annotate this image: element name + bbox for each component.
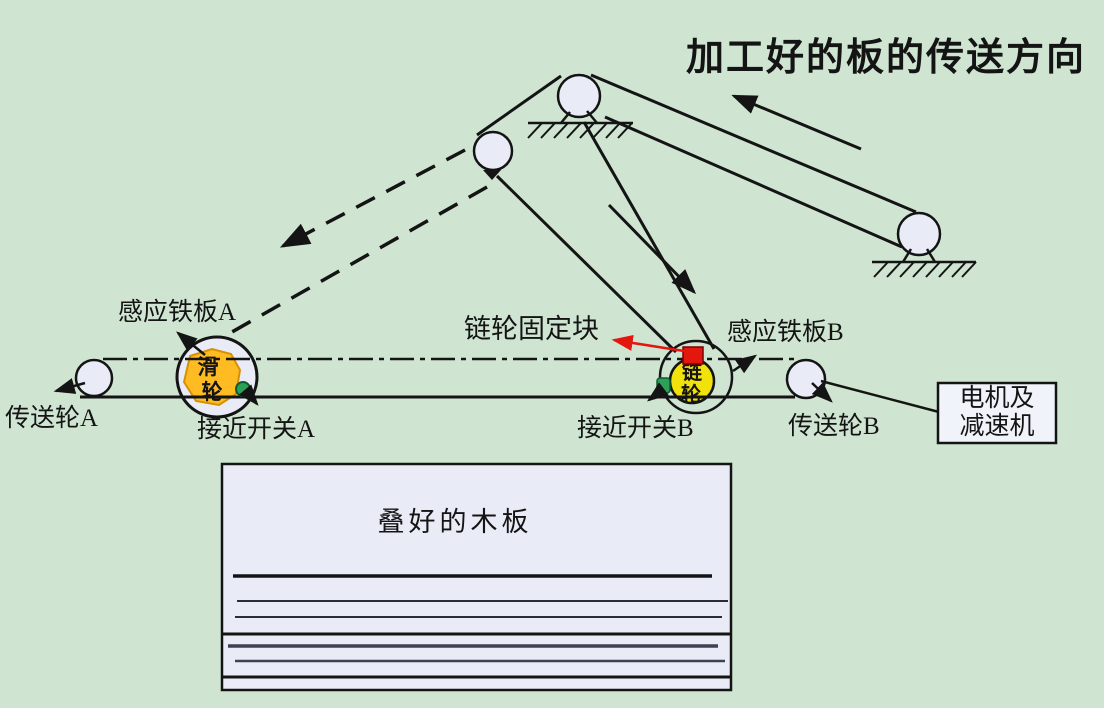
transport-direction-arrow [731, 94, 862, 151]
label-chain-block: 链轮固定块 [464, 314, 599, 344]
chain-block-red-arrow [611, 334, 685, 353]
upper-belt-line-2 [604, 115, 903, 249]
ground-hatch-right-1 [873, 261, 889, 278]
ground-hatch-top-2 [540, 122, 556, 139]
proximity-switch-a-arrow [238, 384, 259, 406]
conveyor-wheel-a-circle [74, 358, 114, 398]
motor-box-label-line-1: 电机及 [959, 384, 1034, 412]
sprocket-b-handwriting-1: 链 [682, 360, 703, 384]
pulley-link-line [476, 74, 562, 137]
conveyor-wheel-b-arrow [811, 382, 833, 403]
ground-hatch-top-8 [617, 122, 633, 139]
top-pulley-leg-2 [586, 110, 598, 124]
ground-hatch-right-3 [899, 261, 915, 278]
ground-hatch-top-5 [579, 122, 595, 139]
return-dashed-line [231, 185, 488, 334]
stack-box-label: 叠好的木板 [378, 507, 533, 537]
pulley-a-handwriting-1: 滑 [198, 355, 219, 379]
wheel-b-outer-circle [658, 339, 734, 415]
ground-hatch-top-1 [527, 122, 543, 139]
proximity-switch-b-dot [656, 377, 671, 394]
label-conveyor-wheel-b: 传送轮B [788, 412, 880, 440]
chain-block-red-square [682, 346, 704, 365]
label-induction-plate-b: 感应铁板B [727, 318, 844, 346]
right-pulley-leg-1 [901, 248, 913, 263]
return-dashed-arrow [279, 148, 466, 248]
ground-hatch-right-7 [951, 261, 967, 278]
ground-hatch-top-3 [553, 122, 569, 139]
ground-hatch-right-5 [925, 261, 941, 278]
conveyor-wheel-a-arrow [53, 378, 86, 394]
ground-hatch-right-6 [938, 261, 954, 278]
right-pulley-circle [896, 211, 942, 257]
page-title: 加工好的板的传送方向 [686, 37, 1086, 79]
label-conveyor-wheel-a: 传送轮A [5, 404, 98, 432]
ground-hatch-top-7 [605, 122, 621, 139]
top-pulley-circle [556, 73, 602, 119]
proximity-switch-b-arrow [647, 382, 669, 402]
left-pulley-circle [472, 130, 514, 172]
motor-connector-line [820, 379, 940, 414]
pulley-a-handwriting-2: 轮 [202, 380, 223, 404]
incline-belt-line-2 [582, 121, 716, 350]
label-induction-plate-a: 感应铁板A [118, 298, 236, 326]
diagram-root: 叠好的木板滑轮链轮电机及减速机感应铁板A接近开关A传送轮A链轮固定块感应铁板B接… [5, 37, 1086, 692]
upper-belt-line-1 [590, 73, 917, 214]
ground-hatch-top-4 [566, 122, 582, 139]
pulley-a-yellow-blob [182, 347, 242, 407]
incline-direction-arrow [607, 203, 697, 295]
ground-hatch-right-4 [912, 261, 928, 278]
ground-hatch-right-8 [961, 261, 977, 278]
conveyor-wheel-b-circle [785, 358, 827, 400]
ground-hatch-top-6 [592, 122, 608, 139]
right-pulley-leg-2 [925, 248, 937, 263]
motor-box-label-line-2: 减速机 [959, 412, 1034, 440]
induction-plate-b-arrow [732, 354, 758, 374]
motor-box [936, 381, 1058, 445]
induction-plate-a-arrow [176, 331, 206, 356]
label-proximity-switch-a: 接近开关A [197, 415, 315, 443]
sprocket-b-handwriting-2: 轮 [681, 382, 701, 406]
ground-hatch-right-2 [886, 261, 902, 278]
label-proximity-switch-b: 接近开关B [577, 414, 694, 442]
top-pulley-leg-1 [560, 111, 571, 124]
incline-belt-line-1 [495, 174, 678, 354]
left-pulley-mount-wedge [483, 170, 501, 180]
